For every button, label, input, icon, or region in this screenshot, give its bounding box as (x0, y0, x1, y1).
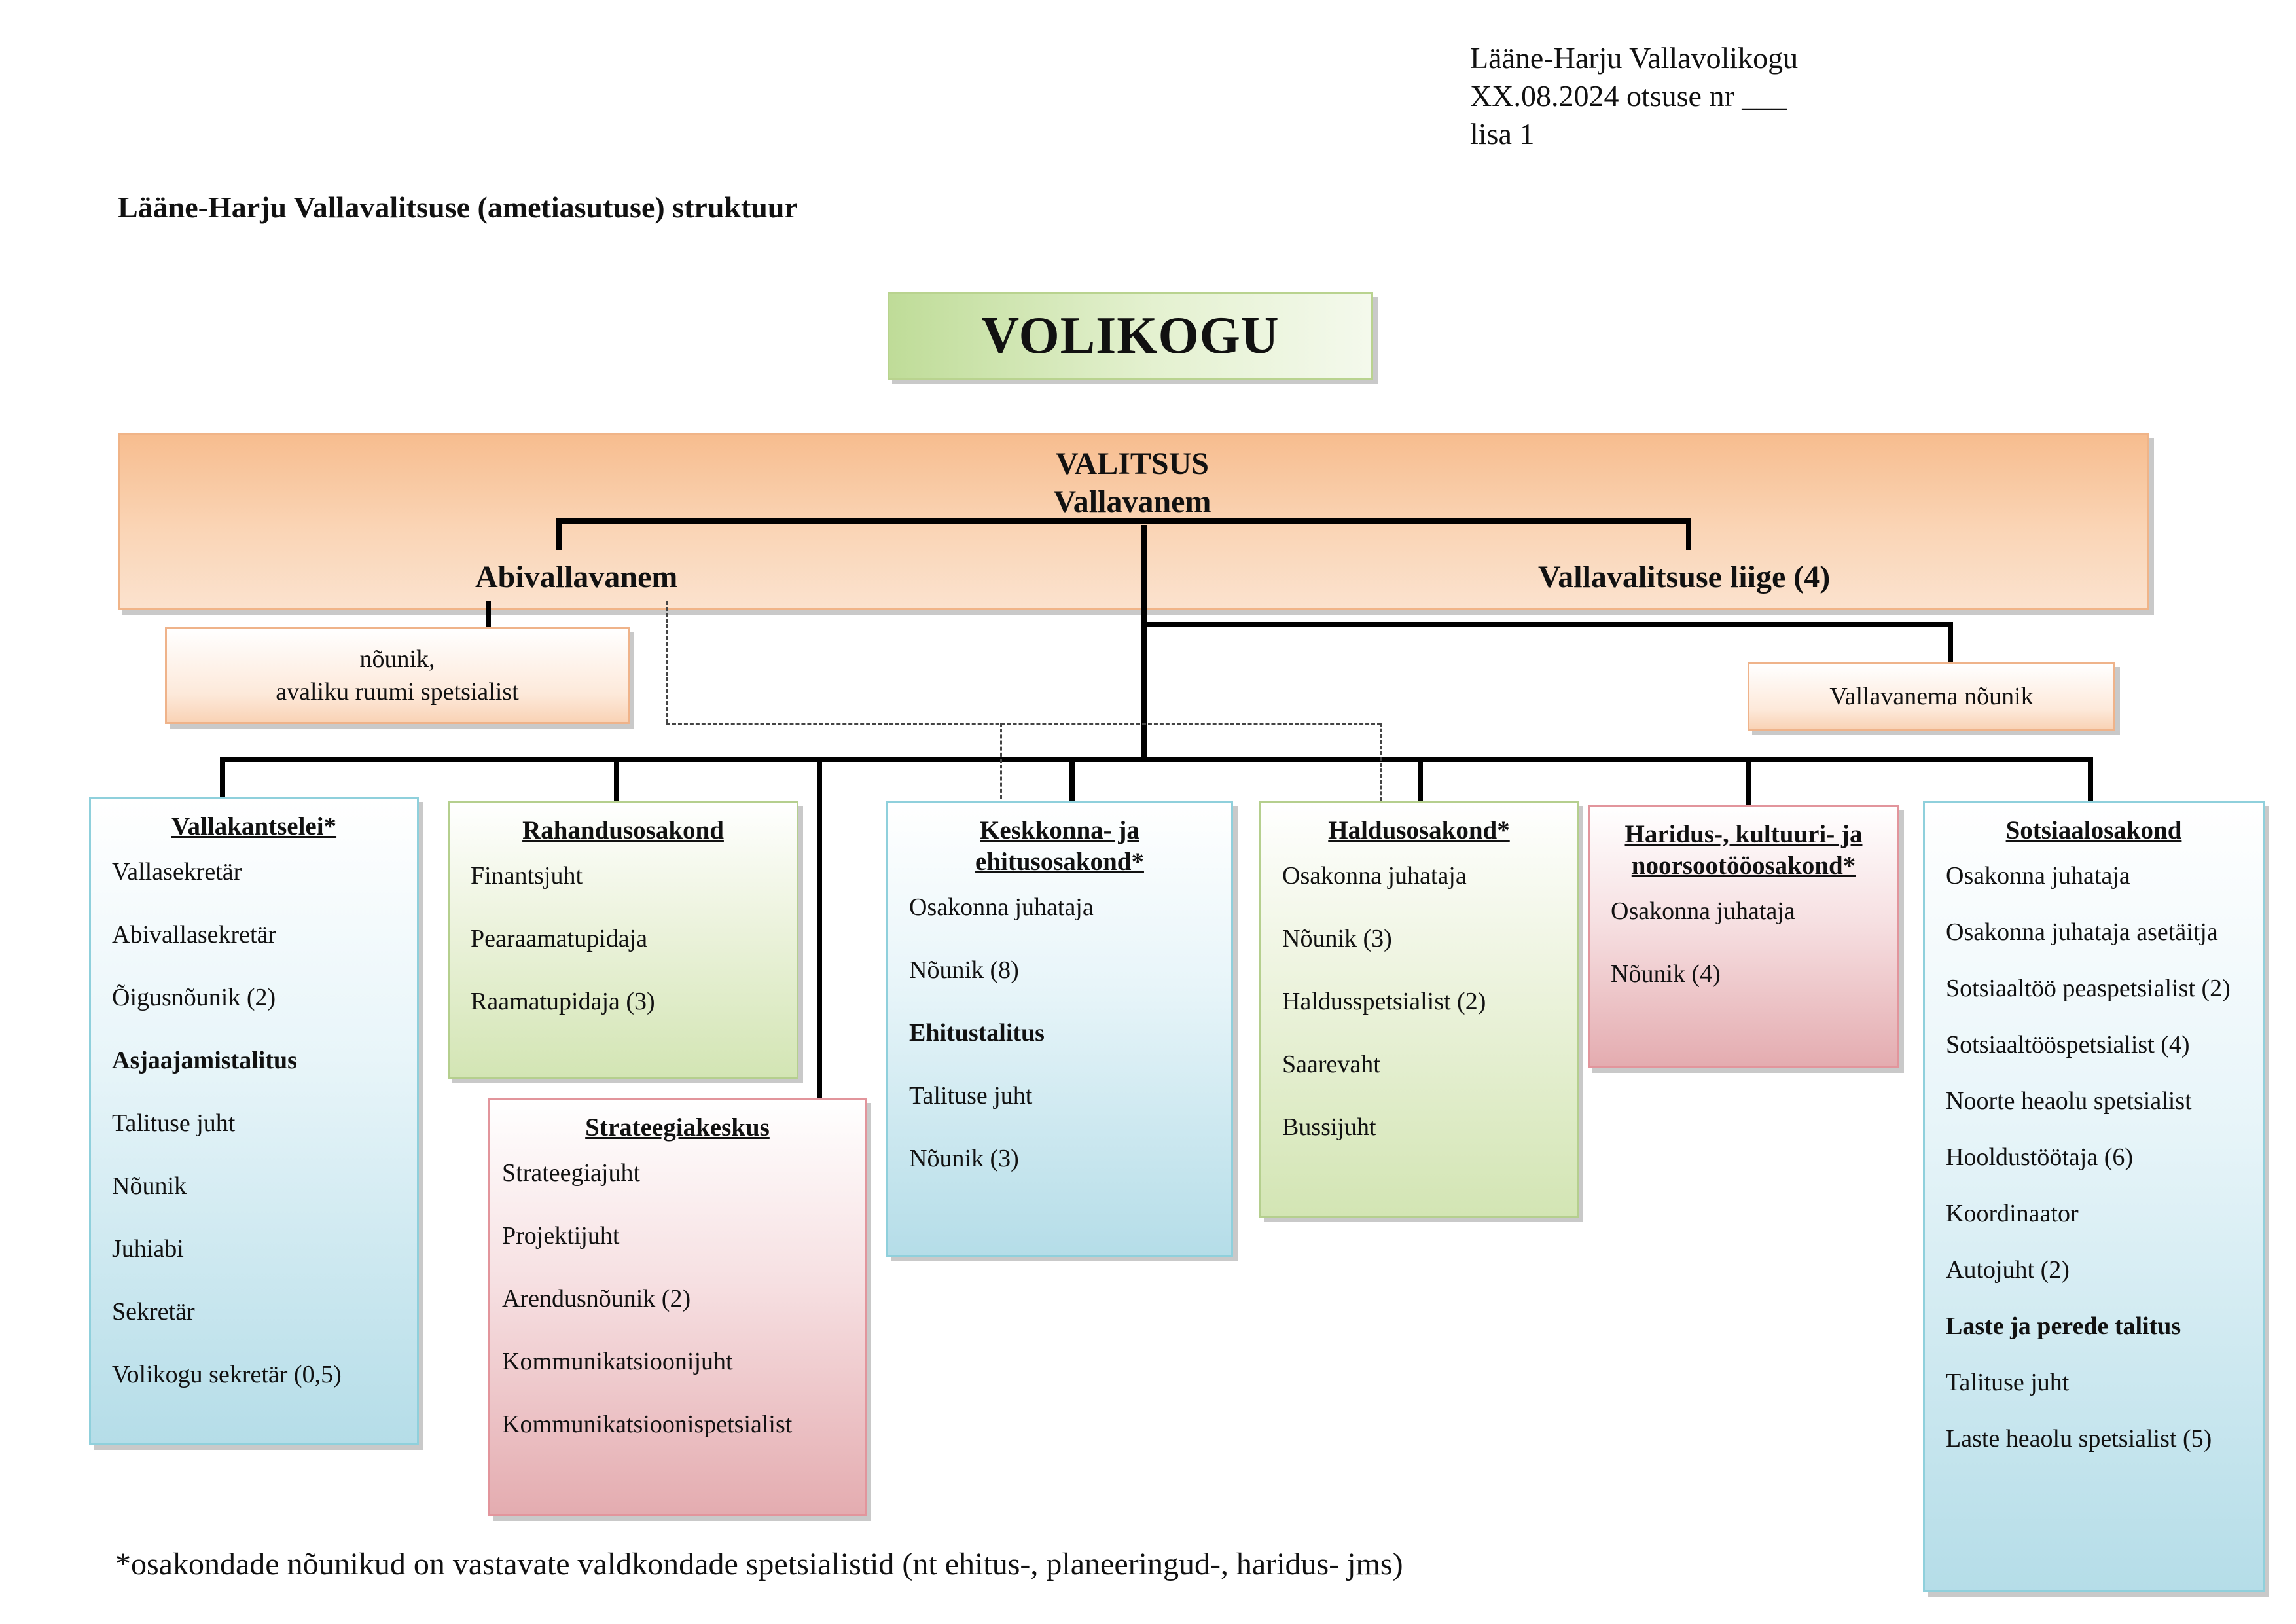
connector-line (1418, 759, 1423, 803)
dept-title-line2: noorsootööosakond* (1631, 852, 1856, 880)
dept-title: Strateegiakeskus (585, 1113, 770, 1142)
position-item: Sekretär (112, 1298, 195, 1326)
dept-keskkonna-ehitusosakond: Keskkonna- ja ehitusosakond* Osakonna ju… (886, 801, 1233, 1257)
position-item: Osakonna juhataja (909, 893, 1094, 921)
position-item: Koordinaator (1946, 1200, 2079, 1227)
unit-heading: Ehitustalitus (909, 1019, 1045, 1047)
connector-line (1141, 525, 1147, 762)
dept-title: Sotsiaalosakond (2005, 816, 2182, 844)
connector-line (220, 757, 225, 799)
position-item: Talituse juht (112, 1110, 236, 1137)
connector-line (2088, 757, 2093, 803)
dashed-connector (1000, 723, 1002, 799)
position-item: Bussijuht (1282, 1113, 1376, 1141)
position-item: Volikogu sekretär (0,5) (112, 1361, 342, 1388)
dept-title-line1: Haridus-, kultuuri- ja (1624, 820, 1863, 848)
footnote: *osakondade nõunikud on vastavate valdko… (115, 1547, 1403, 1581)
connector-line (1141, 622, 1953, 627)
position-item: Haldusspetsialist (2) (1282, 988, 1486, 1015)
position-item: Nõunik (8) (909, 956, 1019, 984)
connector-line (556, 518, 562, 550)
position-item: Saarevaht (1282, 1051, 1380, 1078)
dept-title: Haldusosakond* (1328, 816, 1510, 844)
connector-line (1686, 518, 1691, 550)
position-item: Projektijuht (502, 1222, 620, 1250)
connector-line (614, 757, 619, 803)
connector-line (220, 757, 2093, 762)
connector-line (1069, 759, 1075, 803)
position-item: Arendusnõunik (2) (502, 1285, 691, 1312)
position-item: Hooldustöötaja (6) (1946, 1144, 2134, 1171)
dept-title-line2: ehitusosakond* (975, 848, 1144, 876)
connector-line (1746, 759, 1751, 805)
dashed-connector (666, 601, 668, 723)
connector-line (1948, 622, 1953, 662)
position-item: Kommunikatsioonispetsialist (502, 1411, 793, 1438)
position-item: Osakonna juhataja (1946, 862, 2130, 890)
dashed-connector (1380, 723, 1382, 801)
mayor-adviser-label: Vallavanema nõunik (1829, 683, 2034, 710)
dept-title: Rahandusosakond (522, 816, 724, 844)
position-item: Talituse juht (1946, 1369, 2070, 1396)
position-item: Kommunikatsioonijuht (502, 1348, 733, 1375)
volikogu-box: VOLIKOGU (888, 292, 1373, 380)
position-item: Laste heaolu spetsialist (5) (1946, 1425, 2212, 1453)
dept-strateegiakeskus: Strateegiakeskus Strateegiajuht Projekti… (488, 1098, 867, 1516)
position-item: Osakonna juhataja (1282, 862, 1467, 890)
position-item: Sotsiaaltöö peaspetsialist (2) (1946, 975, 2231, 1002)
position-item: Õigusnõunik (2) (112, 984, 276, 1011)
position-item: Talituse juht (909, 1082, 1033, 1110)
header-decision: XX.08.2024 otsuse nr ___ (1470, 79, 1787, 113)
deputy-adviser-box: nõunik, avaliku ruumi spetsialist (165, 627, 630, 724)
position-item: Vallasekretär (112, 858, 242, 886)
mayor-adviser-box: Vallavanema nõunik (1748, 662, 2115, 731)
unit-heading: Asjaajamistalitus (112, 1047, 297, 1074)
dept-rahandusosakond: Rahandusosakond Finantsjuht Pearaamatupi… (448, 801, 798, 1079)
position-item: Osakonna juhataja (1611, 897, 1795, 925)
abivallavanem-label: Abivallavanem (475, 560, 678, 594)
position-item: Strateegiajuht (502, 1159, 641, 1187)
position-item: Noorte heaolu spetsialist (1946, 1087, 2192, 1115)
connector-line (817, 759, 822, 1100)
position-item: Abivallasekretär (112, 921, 277, 948)
position-item: Nõunik (4) (1611, 960, 1721, 988)
deputy-adviser-line2: avaliku ruumi spetsialist (276, 678, 519, 706)
position-item: Raamatupidaja (3) (471, 988, 655, 1015)
connector-line (556, 518, 1691, 524)
dept-vallakantselei: Vallakantselei* Vallasekretär Abivallase… (89, 797, 419, 1445)
connector-line (486, 601, 491, 627)
dept-title: Vallakantselei* (171, 812, 337, 840)
vallavalitsuse-liige-label: Vallavalitsuse liige (4) (1538, 560, 1831, 594)
position-item: Nõunik (3) (909, 1145, 1019, 1172)
position-item: Pearaamatupidaja (471, 925, 648, 952)
header-annex: lisa 1 (1470, 117, 1535, 151)
position-item: Juhiabi (112, 1235, 184, 1263)
position-item: Nõunik (3) (1282, 925, 1392, 952)
volikogu-label: VOLIKOGU (981, 306, 1280, 365)
dept-haridus-kultuuri-osakond: Haridus-, kultuuri- ja noorsootööosakond… (1588, 805, 1899, 1068)
deputy-adviser-line1: nõunik, (359, 645, 435, 673)
dashed-connector (666, 723, 1381, 725)
header-org: Lääne-Harju Vallavolikogu (1470, 41, 1799, 75)
position-item: Autojuht (2) (1946, 1256, 2070, 1284)
valitsus-title: VALITSUS (1056, 446, 1209, 481)
dept-sotsiaalosakond: Sotsiaalosakond Osakonna juhataja Osakon… (1923, 801, 2265, 1592)
vallavanem-label: Vallavanem (1053, 484, 1211, 519)
position-item: Finantsjuht (471, 862, 583, 890)
unit-heading: Laste ja perede talitus (1946, 1312, 2181, 1340)
dept-haldusosakond: Haldusosakond* Osakonna juhataja Nõunik … (1259, 801, 1579, 1218)
position-item: Osakonna juhataja asetäitja (1946, 918, 2218, 946)
position-item: Nõunik (112, 1172, 187, 1200)
position-item: Sotsiaaltööspetsialist (4) (1946, 1031, 2190, 1058)
dept-title-line1: Keskkonna- ja (980, 816, 1139, 844)
page-title: Lääne-Harju Vallavalitsuse (ametiasutuse… (118, 190, 798, 224)
